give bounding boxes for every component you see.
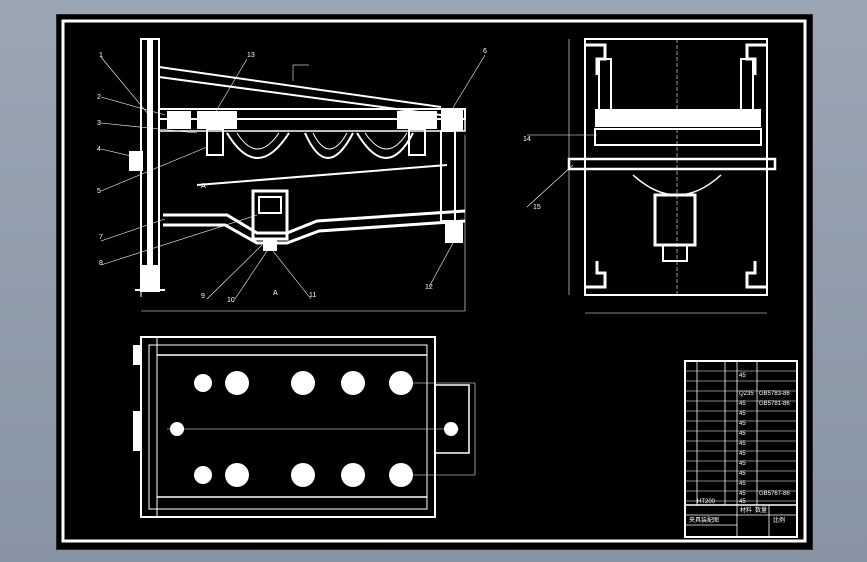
callout-13: 13	[247, 52, 255, 59]
title-block-row-1: 45	[739, 373, 746, 379]
section-mark-a-lower: A	[273, 290, 278, 297]
title-block-row-14: HT200	[697, 499, 716, 505]
callout-11: 11	[309, 292, 316, 299]
callout-1: 1	[99, 52, 103, 59]
top-view	[133, 336, 476, 518]
callout-6: 6	[483, 48, 487, 55]
section-mark-a: A	[201, 183, 206, 190]
side-view	[526, 38, 777, 314]
callout-2: 2	[97, 94, 101, 101]
title-block-row-2: Q235	[739, 391, 754, 397]
callout-15: 15	[533, 204, 541, 211]
callout-10: 10	[227, 297, 235, 304]
callout-12: 12	[425, 284, 433, 291]
title-block-row-6: 45	[739, 431, 746, 437]
title-block-std-3: GB5767-86	[759, 491, 790, 497]
callout-3: 3	[97, 120, 101, 127]
title-block-row-7: 45	[739, 441, 746, 447]
title-block-std-1: GB5783-86	[759, 391, 790, 397]
drawing-svg: 1 2 3 4 5 6 7 8 9 10 11 12 13 A A 1	[61, 19, 807, 543]
title-block-row-10: 45	[739, 471, 746, 477]
title-block-row-8: 45	[739, 451, 746, 457]
title-block-drawing-name: 夹具装配图	[689, 516, 719, 524]
callout-9: 9	[201, 293, 205, 300]
title-block-row-12: 45	[739, 491, 746, 497]
callout-7: 7	[99, 234, 103, 241]
cad-drawing-canvas[interactable]: 1 2 3 4 5 6 7 8 9 10 11 12 13 A A 1	[56, 14, 813, 550]
front-view	[100, 38, 486, 312]
title-block-row-13: 45	[739, 499, 746, 505]
title-block-row-11: 45	[739, 481, 746, 487]
title-block-std-2: GB5781-86	[759, 401, 790, 407]
callout-5: 5	[97, 188, 101, 195]
title-block-scale: 比例	[773, 516, 785, 524]
title-block-row-3: 45	[739, 401, 746, 407]
title-block-row-9: 45	[739, 461, 746, 467]
drawing-border	[61, 19, 807, 543]
title-block-row-4: 45	[739, 411, 746, 417]
callout-8: 8	[99, 260, 103, 267]
callout-4: 4	[97, 146, 101, 153]
title-block-row-5: 45	[739, 421, 746, 427]
callout-14: 14	[523, 136, 531, 143]
title-block-quantity: 数量	[755, 506, 767, 514]
title-block	[684, 360, 798, 538]
title-block-material: 材料	[740, 506, 752, 514]
